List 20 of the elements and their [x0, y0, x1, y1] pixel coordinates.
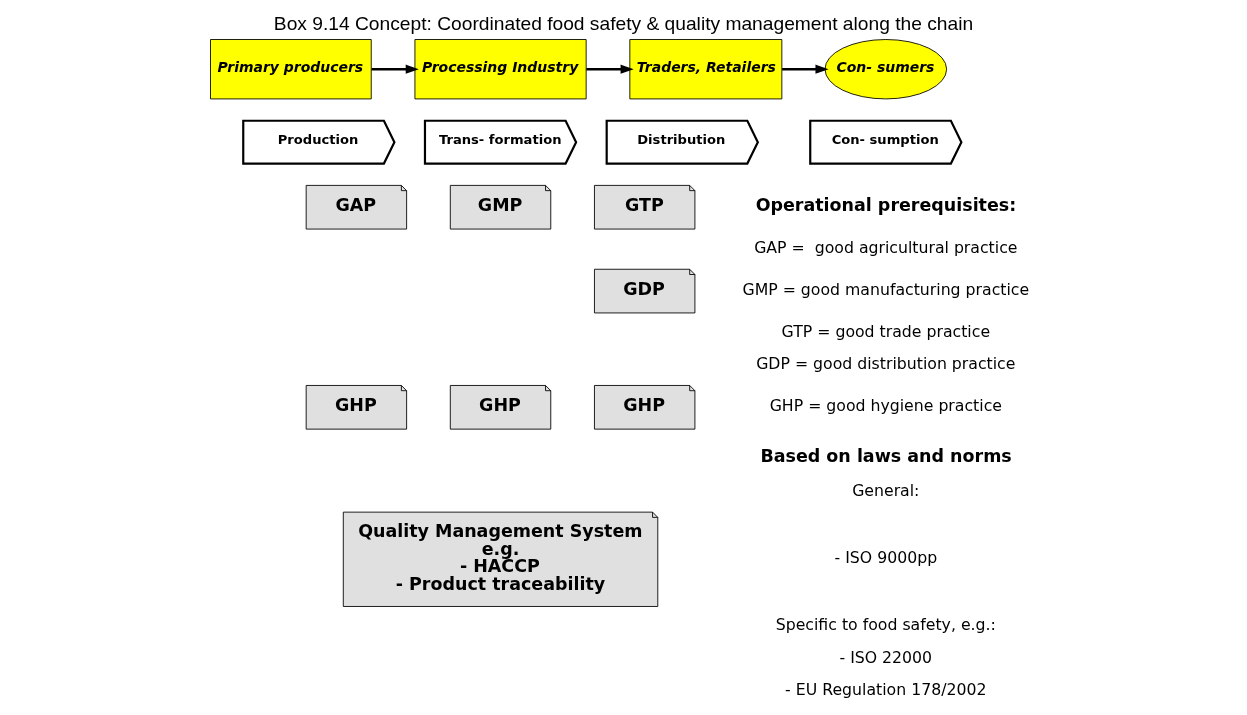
- label: GHP = good hygiene practice: [769, 396, 1002, 416]
- label: - ISO 9000pp: [834, 548, 938, 568]
- label: GDP = good distribution practice: [756, 354, 1016, 374]
- label: GTP = good trade practice: [781, 321, 991, 341]
- arrow: [782, 64, 829, 74]
- label: Based on laws and norms: [760, 446, 1012, 467]
- label: GAP = good agricultural practice: [754, 238, 1018, 258]
- node-box: Traders, Retailers: [629, 39, 783, 100]
- node-box: Primary producers: [210, 39, 372, 100]
- diagram-title: Box 9.14 Concept: Coordinated food safety & quality management along the chain: [273, 13, 974, 35]
- arrow: [586, 64, 634, 74]
- label: - EU Regulation 178/2002: [785, 680, 987, 700]
- label: General:: [852, 480, 920, 500]
- node-box: Processing Industry: [414, 39, 587, 100]
- arrow: [371, 64, 419, 74]
- label: Operational prerequisites:: [755, 194, 1017, 215]
- label: GMP = good manufacturing practice: [742, 279, 1030, 299]
- label: - ISO 22000: [839, 647, 933, 667]
- node-ellipse: Con- sumers: [824, 39, 948, 100]
- label: Specific to food safety, e.g.:: [775, 615, 996, 635]
